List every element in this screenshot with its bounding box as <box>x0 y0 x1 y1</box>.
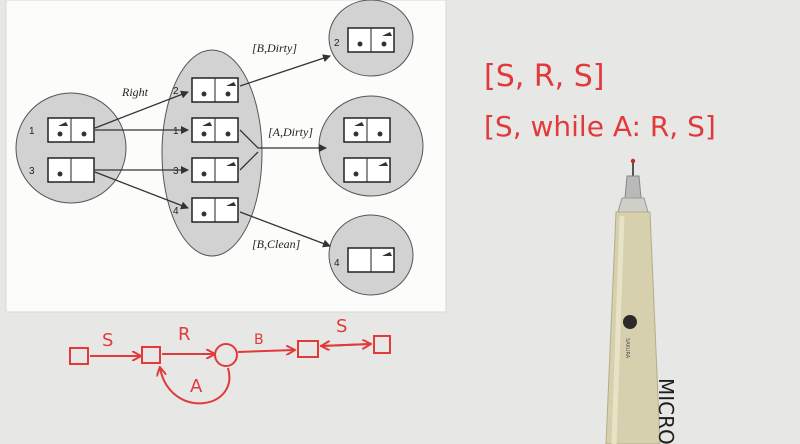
plan-line-2: [S, while A: R, S] <box>484 110 716 143</box>
graph-label-s: S <box>102 330 113 351</box>
graph-label-b: B <box>254 332 264 348</box>
state-cell: 2 <box>334 27 395 53</box>
graph-node-square <box>69 347 89 365</box>
state-cell: 3 <box>29 157 95 183</box>
micron-pen: MICRON SAKURA <box>605 158 678 444</box>
hand-drawn-graph <box>69 335 391 405</box>
graph-label-r: R <box>178 324 191 345</box>
handwritten-plans: [S, R, S] [S, while A: R, S] <box>484 59 716 143</box>
svg-text:2: 2 <box>334 38 340 49</box>
svg-text:2: 2 <box>173 86 179 97</box>
state-cell <box>343 157 391 183</box>
state-cell: 4 <box>173 197 239 223</box>
dirt-glyphs <box>57 32 392 256</box>
transition-arrows <box>94 54 331 248</box>
state-cell: 4 <box>334 247 395 273</box>
state-cell: 1 <box>29 117 95 143</box>
svg-text:1: 1 <box>173 126 179 137</box>
state-cell: 1 <box>173 117 239 143</box>
plan-line-1: [S, R, S] <box>484 59 604 94</box>
percept-label: [B,Clean] <box>252 237 301 251</box>
graph-node-square <box>141 346 161 364</box>
svg-text:4: 4 <box>173 206 179 217</box>
graph-node-square <box>373 335 391 354</box>
sakura-logo-icon <box>623 315 637 329</box>
state-cell: 2 <box>173 77 239 103</box>
pen-tip <box>630 158 636 164</box>
svg-text:3: 3 <box>173 166 179 177</box>
pen-maker-text: SAKURA <box>624 338 630 359</box>
graph-label-s2: S <box>336 316 347 337</box>
svg-text:4: 4 <box>334 258 340 269</box>
source-belief-state <box>15 92 127 204</box>
state-cell: 3 <box>173 157 239 183</box>
graph-node-circle <box>214 343 238 367</box>
percept-label: [A,Dirty] <box>268 125 313 139</box>
pen-brand-text: MICRON <box>654 378 678 444</box>
graph-node-square <box>297 340 319 358</box>
state-cell <box>343 117 391 143</box>
svg-text:3: 3 <box>29 166 35 177</box>
percept-label: [B,Dirty] <box>252 41 297 55</box>
graph-label-a: A <box>190 376 203 397</box>
svg-text:1: 1 <box>29 126 35 137</box>
printed-diagram-sheet: 1 3 2 1 3 4 2 <box>5 0 447 313</box>
action-label-right: Right <box>121 85 149 99</box>
